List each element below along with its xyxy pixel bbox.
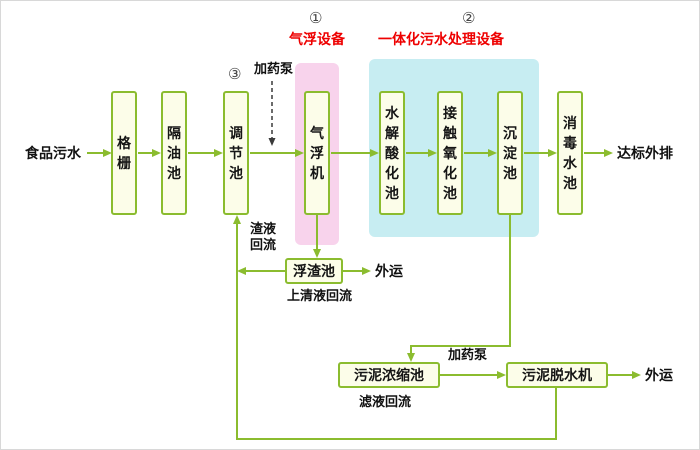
scum-outward-label: 外运 — [375, 263, 403, 279]
filtrate-reflux-label: 滤液回流 — [359, 394, 412, 409]
air-flotation-equipment-label: 气浮设备 — [289, 31, 345, 47]
contact-oxidation-tank-box: 接触氧化池 — [437, 91, 463, 215]
regulating-tank-box: 调节池 — [223, 91, 249, 215]
sludge-thickening-tank-box: 污泥浓缩池 — [338, 362, 440, 388]
residue-reflux-label: 渣液回流 — [249, 221, 276, 252]
oil-separator-tank-box: 隔油池 — [161, 91, 187, 215]
inlet-label: 食品污水 — [25, 145, 81, 161]
callout-marker-1: ① — [309, 10, 323, 27]
callout-marker-3: ③ — [228, 66, 242, 83]
dosing-pump-bottom-label: 加药泵 — [448, 347, 488, 362]
sedimentation-tank-box: 沉淀池 — [497, 91, 523, 215]
outlet-label: 达标外排 — [617, 145, 673, 161]
sludge-dewatering-machine-box: 污泥脱水机 — [506, 362, 608, 388]
sludge-outward-label: 外运 — [645, 367, 673, 383]
supernatant-reflux-label: 上清液回流 — [287, 288, 353, 303]
disinfection-tank-box: 消毒水池 — [557, 91, 583, 215]
hydrolysis-acidification-tank-box: 水解酸化池 — [379, 91, 405, 215]
integrated-equipment-label: 一体化污水处理设备 — [378, 31, 504, 47]
dosing-pump-top-label: 加药泵 — [254, 61, 294, 76]
callout-marker-2: ② — [462, 10, 476, 27]
scum-tank-box: 浮渣池 — [285, 258, 343, 284]
air-flotation-machine-box: 气浮机 — [304, 91, 330, 215]
grid-tank-box: 格栅 — [111, 91, 137, 215]
